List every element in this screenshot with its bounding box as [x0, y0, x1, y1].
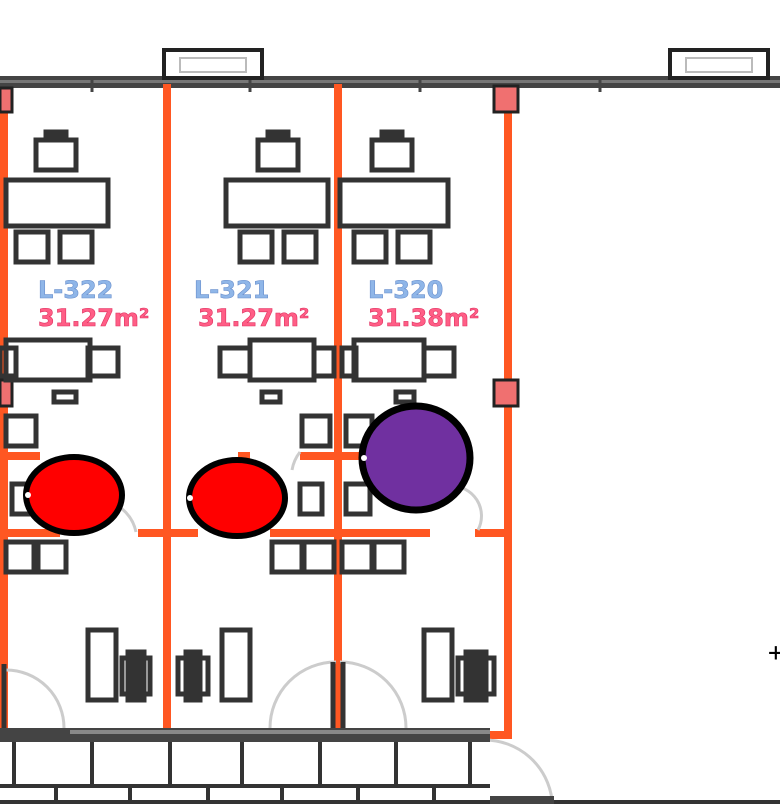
room-label-l322[interactable]: L-322 31.27m² [38, 276, 150, 333]
marker-circle[interactable] [358, 402, 474, 514]
room-label-l320[interactable]: L-320 31.38m² [368, 276, 480, 333]
marker-handle[interactable] [361, 455, 367, 461]
marker-l320[interactable] [358, 402, 474, 514]
room-name: L-321 [194, 276, 269, 304]
marker-circle[interactable] [186, 457, 288, 539]
top-exterior-wall [0, 76, 780, 92]
marker-l322[interactable] [23, 454, 125, 536]
room-label-l321[interactable]: L-321 31.27m² [194, 276, 310, 333]
columns [0, 84, 520, 408]
marker-handle[interactable] [25, 492, 31, 498]
room-area: 31.27m² [198, 304, 309, 332]
room-l321-furniture [217, 129, 337, 575]
marker-circle[interactable] [23, 454, 125, 536]
window-left [162, 48, 264, 80]
marker-l321[interactable] [186, 457, 288, 539]
door-leaves [1, 662, 346, 730]
room-name: L-320 [368, 276, 443, 304]
crosshair-cursor-icon: + [768, 638, 780, 668]
lower-benches [85, 627, 497, 703]
room-area: 31.27m² [38, 304, 149, 332]
room-area: 31.38m² [368, 304, 479, 332]
bottom-corridor [0, 728, 780, 804]
window-right [668, 48, 770, 80]
room-l322-furniture [0, 129, 121, 575]
marker-handle[interactable] [187, 495, 193, 501]
room-name: L-322 [38, 276, 113, 304]
